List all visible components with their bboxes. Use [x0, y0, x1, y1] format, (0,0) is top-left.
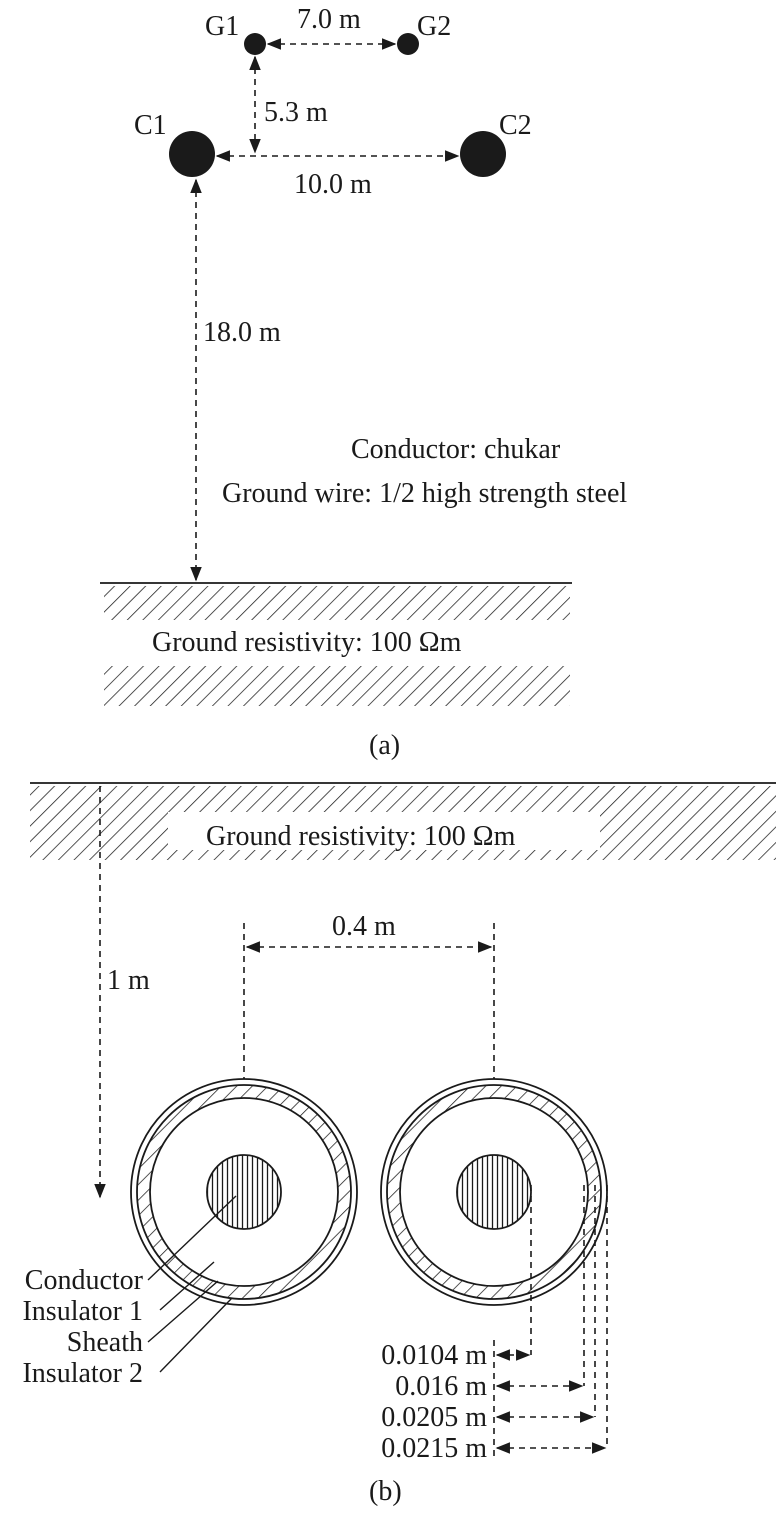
legend-sheath: Sheath — [67, 1327, 143, 1358]
legend-insulator1: Insulator 1 — [22, 1296, 143, 1327]
ground-hatch-a-bottom — [104, 666, 570, 706]
caption-a: (a) — [369, 730, 400, 761]
radius-label-1: 0.0104 m — [381, 1340, 487, 1371]
ground-wire-g2 — [397, 33, 419, 55]
c1-label: C1 — [134, 110, 167, 141]
panel-a: G1 G2 C1 C2 7.0 m 5.3 m 10.0 m 18.0 m Co… — [100, 4, 627, 761]
radius-label-4: 0.0215 m — [381, 1433, 487, 1464]
leader-conductor — [147, 1195, 237, 1281]
ground-resistivity-b: Ground resistivity: 100 Ωm — [206, 821, 516, 852]
g2-label: G2 — [417, 11, 451, 42]
cable1-conductor — [206, 1154, 282, 1230]
dim-g-c-label: 5.3 m — [264, 97, 328, 128]
radius-label-3: 0.0205 m — [381, 1402, 487, 1433]
leader-insulator2 — [159, 1297, 233, 1373]
conductor-c1 — [169, 131, 215, 177]
ground-label-bg-b — [168, 812, 600, 850]
cable-1 — [130, 1078, 358, 1306]
ground-hatch-a-top — [104, 586, 570, 620]
leader-sheath — [147, 1280, 219, 1343]
ground-wire-note: Ground wire: 1/2 high strength steel — [222, 478, 627, 509]
cable-2 — [380, 1078, 608, 1306]
caption-b: (b) — [369, 1476, 402, 1507]
conductor-c2 — [460, 131, 506, 177]
dim-g1-g2-label: 7.0 m — [297, 4, 361, 35]
c2-label: C2 — [499, 110, 532, 141]
dim-height-label: 18.0 m — [203, 317, 281, 348]
legend-insulator2: Insulator 2 — [22, 1358, 143, 1389]
panel-b: Ground resistivity: 100 Ωm 0.4 m 1 m — [22, 782, 776, 1507]
dim-depth-label: 1 m — [107, 965, 150, 996]
g1-label: G1 — [205, 11, 239, 42]
radius-label-2: 0.016 m — [395, 1371, 487, 1402]
ground-resistivity-a: Ground resistivity: 100 Ωm — [152, 627, 462, 658]
dim-spacing-label: 0.4 m — [332, 911, 396, 942]
conductor-note: Conductor: chukar — [351, 434, 561, 465]
ground-wire-g1 — [244, 33, 266, 55]
legend-conductor: Conductor — [25, 1265, 144, 1296]
leader-insulator1 — [159, 1261, 215, 1311]
dim-c1-c2-label: 10.0 m — [294, 169, 372, 200]
cable2-conductor — [456, 1154, 532, 1230]
